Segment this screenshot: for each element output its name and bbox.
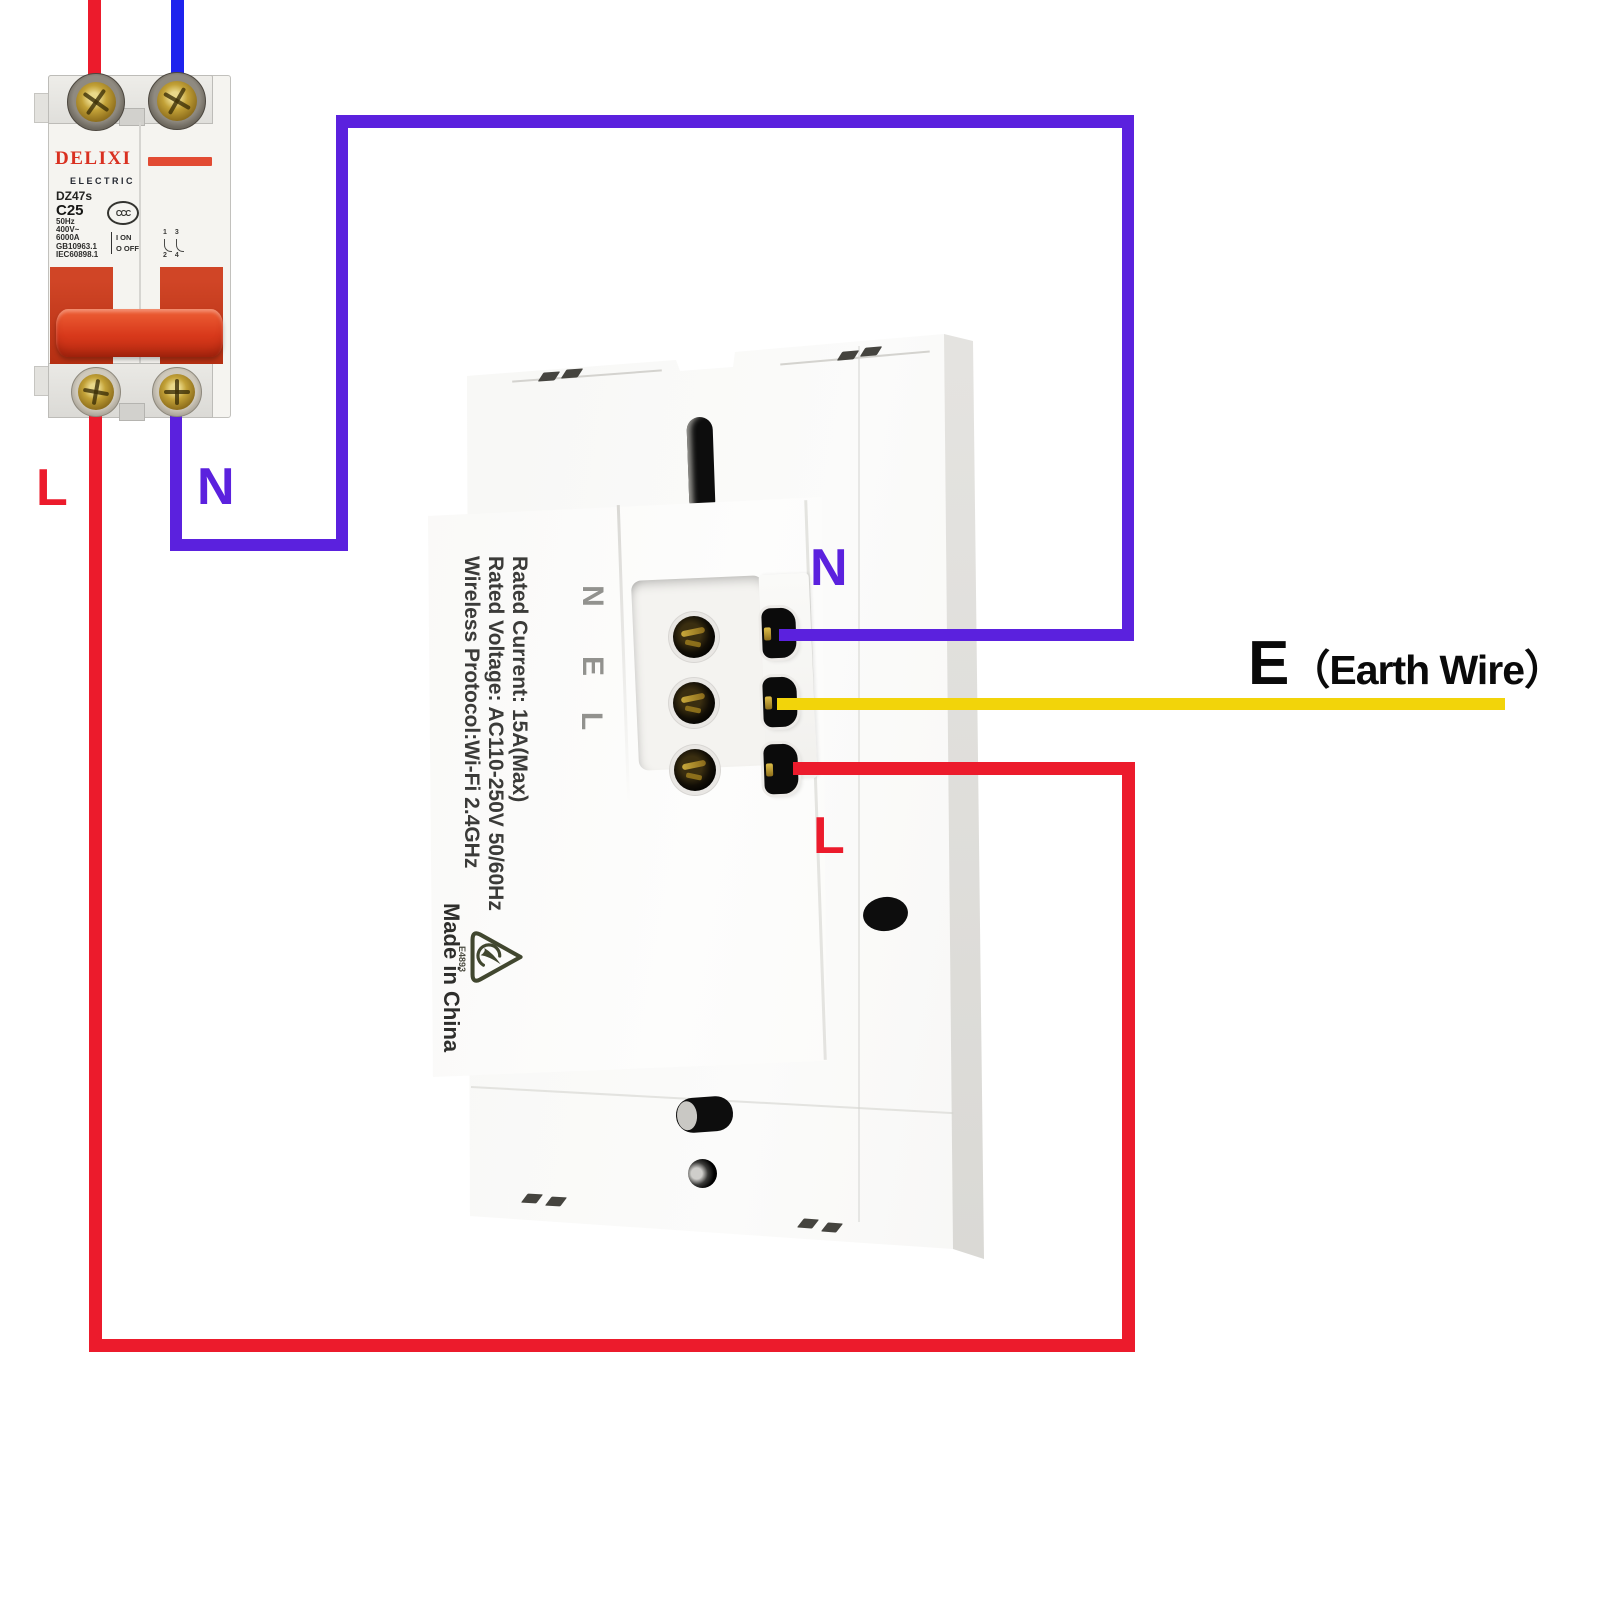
- live-wire-to-switch: [793, 762, 1135, 775]
- spec-line: 50Hz: [56, 217, 75, 226]
- terminal-letter-n: N: [576, 585, 609, 607]
- breaker-specs: 50Hz 400V~ 6000A GB10963.1 IEC60898.1: [56, 218, 98, 259]
- breaker-bottom-clip: [119, 403, 145, 421]
- breaker-onoff-indicator: I ON O OFF: [111, 232, 139, 254]
- rcm-certification-icon: [470, 931, 523, 983]
- terminal-recess-panel: [630, 575, 772, 771]
- spec-line: IEC60898.1: [56, 250, 99, 260]
- terminal-contact-pin: [764, 696, 773, 710]
- breaker-rating: C25: [56, 202, 84, 219]
- terminal-letter-e: E: [576, 655, 609, 676]
- plate-bottom-round-hole: [688, 1159, 717, 1188]
- earth-wire-label: E （Earth Wire）: [1248, 628, 1565, 699]
- pole-numbers-bottom: 2 4: [163, 252, 182, 259]
- plate-top-slot-hole: [686, 416, 716, 515]
- pole-numbers-top: 1 3: [163, 229, 182, 236]
- terminal-contact-pin: [763, 627, 772, 641]
- ccc-certification-icon: CCC: [107, 201, 139, 225]
- breaker-brand: DELIXI: [55, 148, 132, 169]
- live-wire-drop: [89, 388, 102, 1352]
- breaker-terminal-top-right: [148, 72, 206, 130]
- live-wire-rise: [1122, 763, 1135, 1352]
- neutral-label-switch: N: [810, 539, 848, 597]
- neutral-wire-rise: [336, 115, 348, 551]
- off-label: O OFF: [116, 244, 139, 253]
- terminal-screw-n: [673, 616, 715, 658]
- terminal-contact-pin: [765, 763, 774, 777]
- breaker-model: DZ47s: [56, 189, 93, 203]
- breaker-contact-symbol-icon: [164, 239, 172, 252]
- neutral-label-left: N: [197, 458, 235, 516]
- terminal-letter-l: L: [575, 711, 608, 731]
- breaker-terminal-top-left: [67, 73, 125, 131]
- breaker-brand-sub: ELECTRIC: [70, 176, 135, 186]
- breaker-terminal-bottom-left: [71, 367, 121, 417]
- earth-wire: [777, 698, 1505, 710]
- spec-line: 400V~: [56, 224, 80, 234]
- breaker-handle: [56, 309, 223, 357]
- terminal-screw-l: [674, 749, 716, 791]
- breaker-contact-symbol-icon: [176, 239, 184, 252]
- neutral-wire-down: [1122, 115, 1134, 641]
- plate-seam: [858, 346, 860, 1222]
- made-in-label: Made in China: [439, 903, 464, 1053]
- spec-line: GB10963.1: [56, 242, 97, 252]
- hole-highlight: [676, 1100, 699, 1131]
- earth-name: （Earth Wire）: [1289, 647, 1565, 693]
- breaker-terminal-bottom-right: [152, 367, 202, 417]
- terminal-screw-e: [673, 682, 715, 724]
- neutral-wire-top-run: [336, 115, 1134, 128]
- breaker-pole-seam: [139, 122, 141, 363]
- live-wire-bottom-run: [89, 1339, 1135, 1352]
- live-label-left: L: [36, 459, 68, 517]
- certification-code: E4893: [457, 946, 467, 973]
- breaker-red-stripe: [148, 157, 212, 166]
- neutral-wire-jog: [170, 539, 348, 551]
- live-label-switch: L: [813, 807, 845, 865]
- spec-line: 6000A: [56, 232, 80, 242]
- neutral-wire-to-switch: [779, 629, 1123, 641]
- neutral-wire-drop: [170, 388, 182, 551]
- on-label: I ON: [116, 233, 132, 242]
- earth-letter: E: [1248, 629, 1290, 698]
- plate-bottom-pill-hole: [674, 1095, 735, 1134]
